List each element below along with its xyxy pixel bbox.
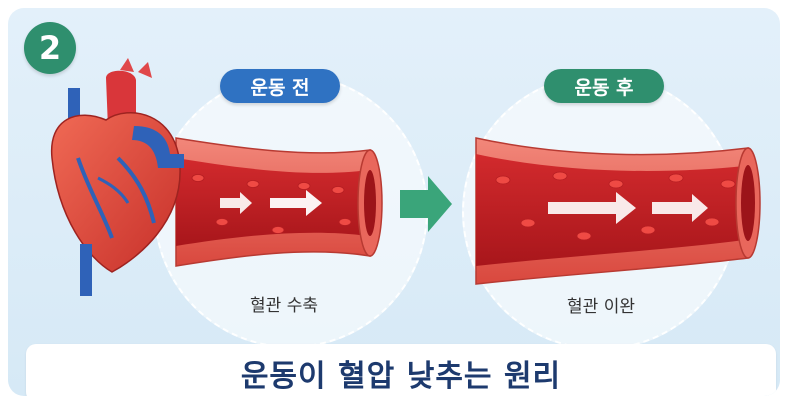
infographic-panel: 2: [8, 8, 780, 396]
flow-arrow-icon: [220, 190, 322, 216]
before-caption: 혈관 수축: [250, 296, 318, 316]
heart-illustration: [50, 58, 184, 296]
transition-arrow-icon: [400, 176, 452, 232]
page-title: 운동이 혈압 낮추는 원리: [240, 359, 562, 394]
flow-arrow-icon: [548, 192, 708, 224]
after-exercise-label: 운동 후: [544, 69, 664, 103]
step-number-badge: 2: [24, 22, 76, 74]
title-bar: 운동이 혈압 낮추는 원리: [26, 344, 776, 396]
after-caption: 혈관 이완: [567, 297, 635, 317]
before-exercise-label: 운동 전: [220, 69, 340, 103]
illustration-layer: [50, 58, 761, 296]
